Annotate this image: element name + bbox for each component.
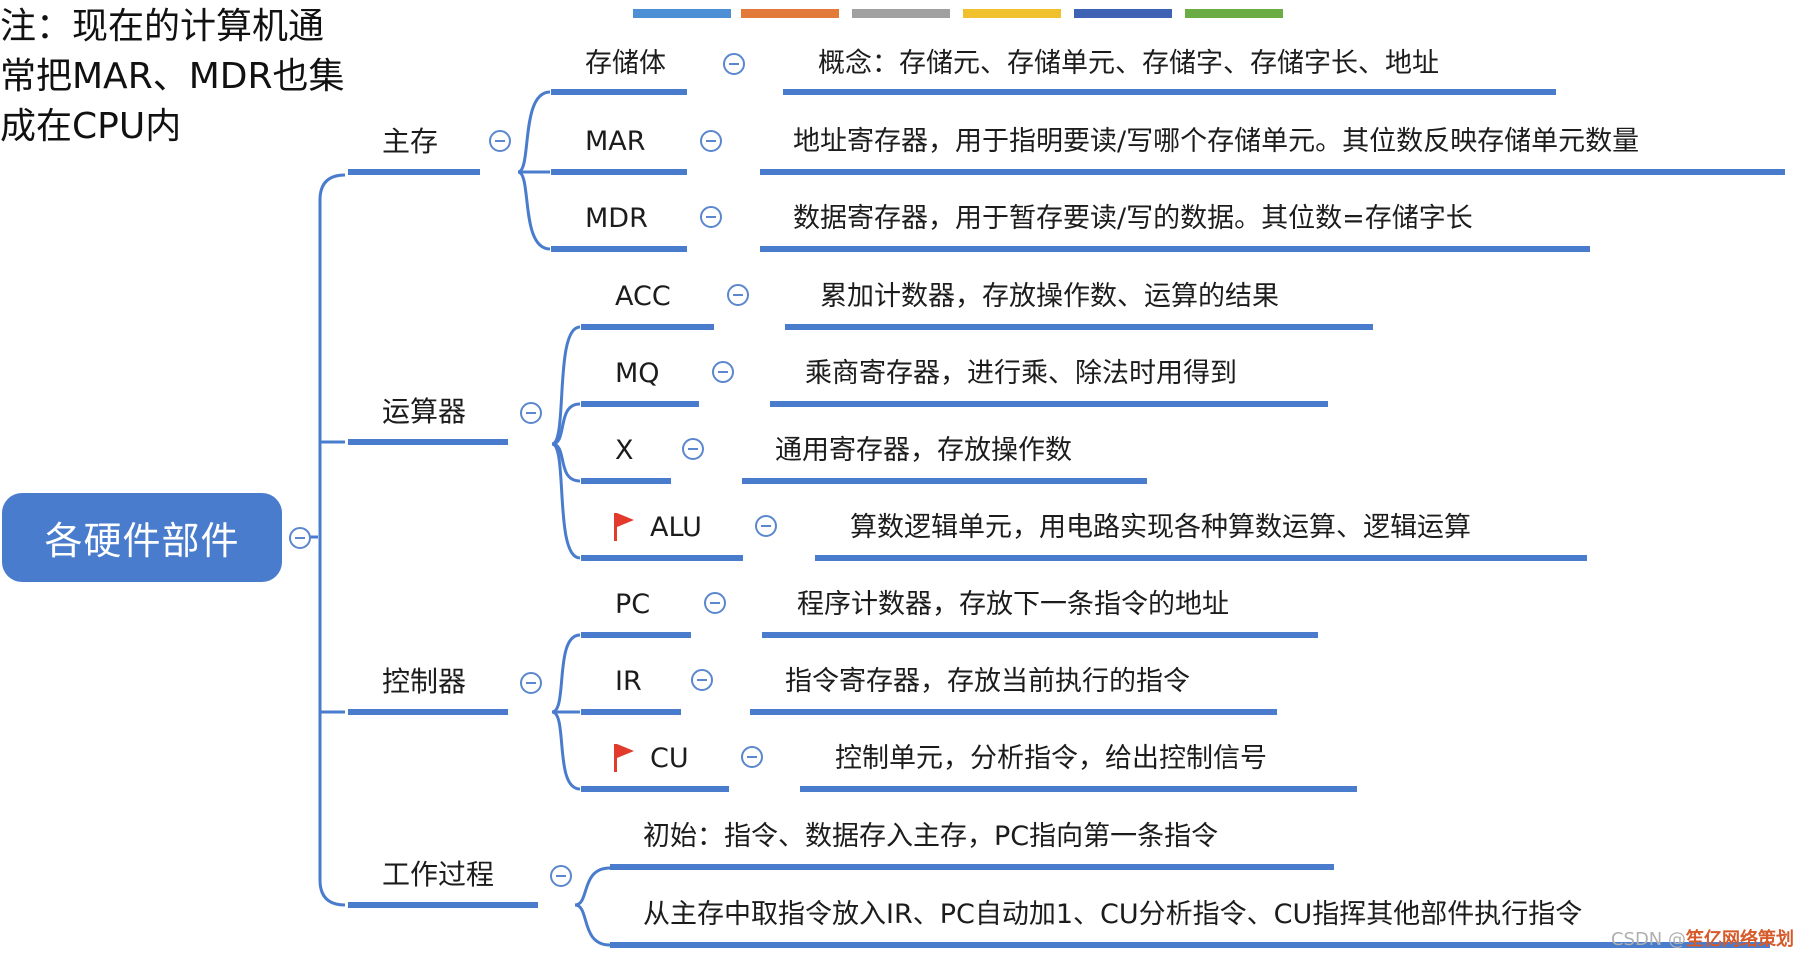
note-line: 注：现在的计算机通: [0, 6, 325, 47]
collapse-icon[interactable]: [550, 865, 572, 887]
branch-process[interactable]: 工作过程: [382, 858, 495, 891]
collapse-icon[interactable]: [520, 402, 542, 424]
term-mdr[interactable]: MDR: [585, 203, 648, 234]
collapse-icon[interactable]: [712, 361, 734, 383]
term-alu[interactable]: ALU: [650, 512, 702, 543]
palette-swatch[interactable]: [1074, 9, 1172, 18]
process-step-run: 从主存中取指令放入IR、PC自动加1、CU分析指令、CU指挥其他部件执行指令: [643, 899, 1583, 930]
palette-swatch[interactable]: [1185, 9, 1283, 18]
flag-icon: [614, 513, 634, 541]
term-ir[interactable]: IR: [615, 666, 642, 697]
collapse-icon[interactable]: [691, 669, 713, 691]
desc-x: 通用寄存器，存放操作数: [775, 435, 1072, 466]
note-text: 注：现在的计算机通 常把MAR、MDR也集 成在CPU内: [0, 2, 380, 152]
branch-alu-unit[interactable]: 运算器: [382, 395, 467, 428]
desc-alu: 算数逻辑单元，用电路实现各种算数运算、逻辑运算: [850, 512, 1471, 543]
collapse-icon[interactable]: [755, 515, 777, 537]
branch-main-memory[interactable]: 主存: [382, 125, 439, 158]
term-cu[interactable]: CU: [650, 743, 689, 774]
note-line: 常把MAR、MDR也集: [0, 56, 345, 97]
collapse-icon[interactable]: [489, 130, 511, 152]
collapse-icon[interactable]: [700, 130, 722, 152]
collapse-icon[interactable]: [723, 53, 745, 75]
term-x[interactable]: X: [615, 435, 634, 466]
process-step-init: 初始：指令、数据存入主存，PC指向第一条指令: [643, 821, 1219, 852]
desc-acc: 累加计数器，存放操作数、运算的结果: [820, 281, 1279, 312]
watermark: CSDN @笙亿网络策划: [1611, 925, 1794, 951]
palette-swatch[interactable]: [963, 9, 1061, 18]
desc-cu: 控制单元，分析指令，给出控制信号: [835, 743, 1267, 774]
branch-controller[interactable]: 控制器: [382, 665, 467, 698]
collapse-icon[interactable]: [727, 284, 749, 306]
desc-mdr: 数据寄存器，用于暂存要读/写的数据。其位数=存储字长: [793, 203, 1473, 234]
desc-mq: 乘商寄存器，进行乘、除法时用得到: [805, 358, 1237, 389]
term-mq[interactable]: MQ: [615, 358, 660, 389]
palette-swatch[interactable]: [633, 9, 731, 18]
root-node[interactable]: 各硬件部件: [2, 493, 282, 582]
desc-storage-body: 概念：存储元、存储单元、存储字、存储字长、地址: [818, 48, 1439, 79]
term-storage-body[interactable]: 存储体: [585, 48, 666, 79]
collapse-icon[interactable]: [704, 592, 726, 614]
note-line: 成在CPU内: [0, 106, 182, 147]
desc-ir: 指令寄存器，存放当前执行的指令: [785, 666, 1190, 697]
palette-swatch[interactable]: [852, 9, 950, 18]
term-acc[interactable]: ACC: [615, 281, 671, 312]
palette-swatch[interactable]: [741, 9, 839, 18]
desc-pc: 程序计数器，存放下一条指令的地址: [797, 589, 1229, 620]
flag-icon: [614, 744, 634, 772]
collapse-icon[interactable]: [700, 206, 722, 228]
term-pc[interactable]: PC: [615, 589, 651, 620]
root-collapse-icon[interactable]: [289, 527, 311, 549]
collapse-icon[interactable]: [520, 672, 542, 694]
watermark-prefix: CSDN @: [1610, 929, 1686, 950]
desc-mar: 地址寄存器，用于指明要读/写哪个存储单元。其位数反映存储单元数量: [793, 126, 1640, 157]
collapse-icon[interactable]: [741, 746, 763, 768]
collapse-icon[interactable]: [682, 438, 704, 460]
watermark-name: 笙亿网络策划: [1686, 929, 1794, 950]
term-mar[interactable]: MAR: [585, 126, 646, 157]
